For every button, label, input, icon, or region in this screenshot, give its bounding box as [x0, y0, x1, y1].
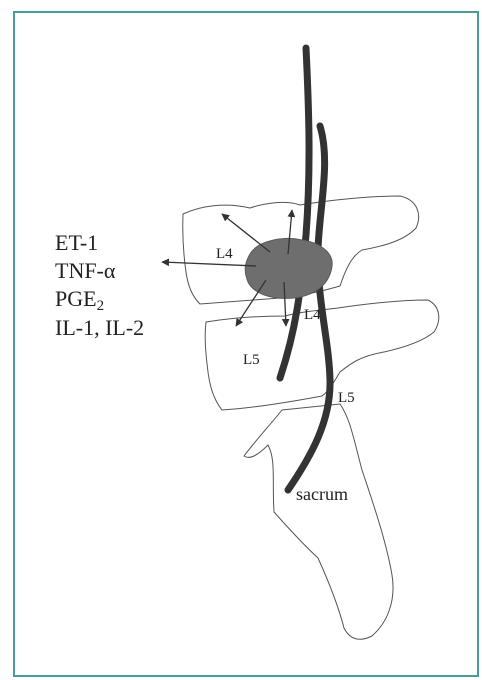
arrow-left: [162, 262, 256, 266]
mediator-il: IL-1, IL-2: [55, 315, 144, 340]
label-l5-lower: L5: [338, 390, 355, 406]
label-l4-upper: L4: [216, 246, 233, 262]
nerve-root-1: [280, 48, 309, 378]
mediator-tnf: TNF-α: [55, 258, 116, 283]
figure-frame: [14, 12, 478, 676]
label-sacrum: sacrum: [296, 484, 348, 504]
mediator-pge2-main: PGE: [55, 286, 97, 311]
label-l4-lower: L4: [304, 307, 321, 323]
mediator-pge2-sub: 2: [97, 298, 105, 314]
mediator-et1: ET-1: [55, 230, 98, 255]
label-l5-upper: L5: [243, 352, 260, 368]
mediator-pge2: PGE2: [55, 286, 104, 314]
